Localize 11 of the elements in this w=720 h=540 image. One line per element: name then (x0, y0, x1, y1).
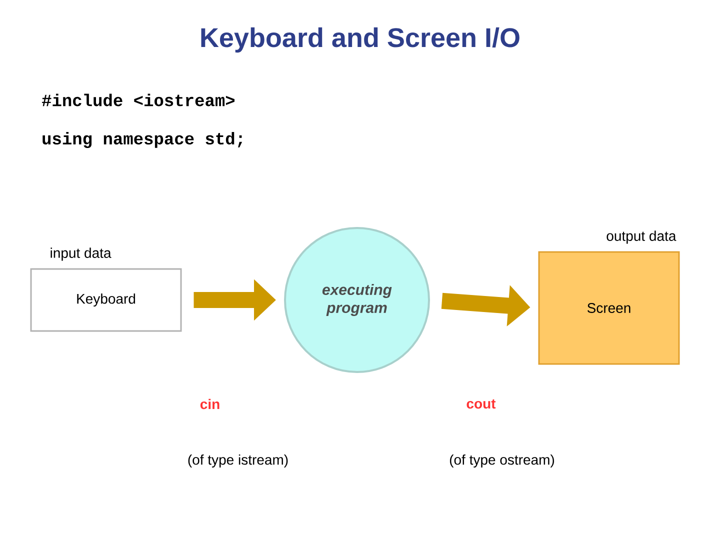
stream-name: cout (466, 399, 496, 409)
title: Keyboard and Screen I/O (201, 27, 520, 53)
box-heading: output data (606, 230, 676, 244)
code-line: using namespace std; (42, 132, 242, 148)
type-note: (of type istream) (188, 454, 288, 468)
screen-box: Screen (538, 251, 680, 365)
code-line: #include <iostream> (42, 94, 234, 106)
box-heading: input data (50, 248, 112, 261)
type-note: (of type ostream) (450, 454, 554, 468)
input-box: Keyboard (30, 268, 182, 332)
stream-name: cin (200, 398, 220, 410)
